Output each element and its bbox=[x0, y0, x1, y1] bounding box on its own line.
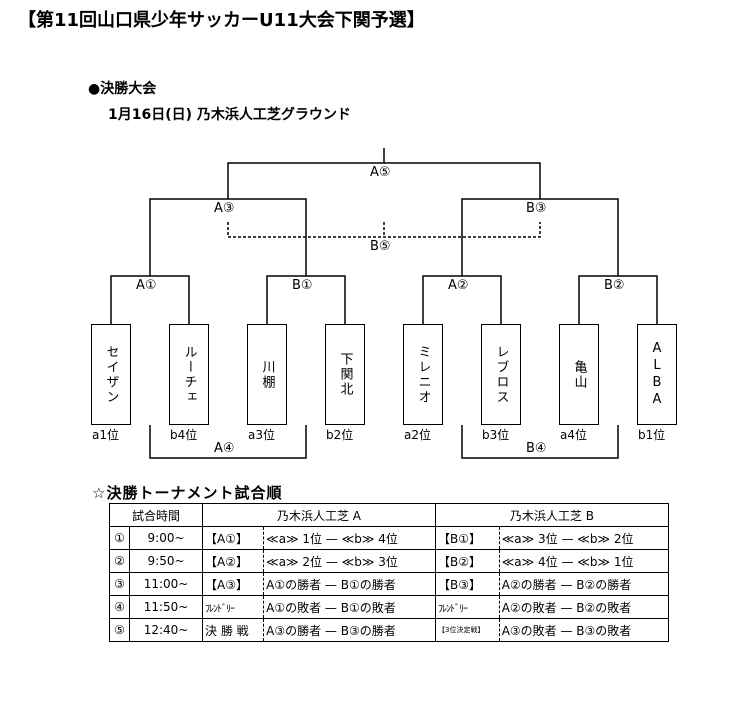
court-b-match: A②の勝者 — B②の勝者 bbox=[499, 572, 670, 596]
match-time: 12:40~ bbox=[129, 618, 203, 642]
court-b-match: ≪a≫ 3位 — ≪b≫ 2位 bbox=[499, 526, 670, 550]
match-label-b5: B⑤ bbox=[368, 239, 393, 254]
table-row: ② 9:50~ 【A②】 ≪a≫ 2位 — ≪b≫ 3位 【B②】 ≪a≫ 4位… bbox=[108, 549, 670, 573]
match-label-b2: B② bbox=[602, 278, 627, 293]
court-b-tag: 【B②】 bbox=[435, 549, 500, 573]
team-name: ルーチェ bbox=[181, 344, 197, 405]
qf-a1-connector bbox=[110, 275, 190, 324]
court-b-tag: 【B③】 bbox=[435, 572, 500, 596]
team-box: ミレニオ bbox=[403, 324, 443, 425]
match-label-a4: A④ bbox=[212, 441, 237, 456]
match-label-b4: B④ bbox=[524, 441, 549, 456]
court-a-match: A①の勝者 — B①の勝者 bbox=[263, 572, 436, 596]
team-name: ミレニオ bbox=[415, 344, 431, 405]
friendly-a4-connector bbox=[149, 425, 307, 459]
header-court-a: 乃木浜人工芝 A bbox=[202, 503, 436, 527]
table-header-row: 試合時間 乃木浜人工芝 A 乃木浜人工芝 B bbox=[109, 503, 669, 527]
court-b-match: ≪a≫ 4位 — ≪b≫ 1位 bbox=[499, 549, 670, 573]
table-row: ③ 11:00~ 【A③】 A①の勝者 — B①の勝者 【B③】 A②の勝者 —… bbox=[108, 572, 670, 596]
match-label-a5: A⑤ bbox=[368, 165, 393, 180]
seed-label: b4位 bbox=[170, 428, 198, 442]
seed-label: a2位 bbox=[404, 428, 431, 442]
qf-b1-connector bbox=[266, 275, 346, 324]
final-connector bbox=[227, 148, 541, 199]
venue-line: 1月16日(日) 乃木浜人工芝グラウンド bbox=[108, 107, 351, 123]
team-box: ALBA bbox=[637, 324, 677, 425]
seed-label: a1位 bbox=[92, 428, 119, 442]
seed-label: b1位 bbox=[638, 428, 666, 442]
court-b-match: A③の敗者 — B③の敗者 bbox=[499, 618, 670, 642]
semi-right-connector bbox=[461, 198, 619, 276]
court-b-tag: 【B①】 bbox=[435, 526, 500, 550]
team-box: 川棚 bbox=[247, 324, 287, 425]
match-number: ⑤ bbox=[108, 618, 131, 642]
team-box: セイザン bbox=[91, 324, 131, 425]
match-number: ④ bbox=[108, 595, 131, 619]
page-title: 【第11回山口県少年サッカーU11大会下関予選】 bbox=[18, 10, 425, 31]
schedule-table: 試合時間 乃木浜人工芝 A 乃木浜人工芝 B ① 9:00~ 【A①】 ≪a≫ … bbox=[108, 503, 670, 642]
team-name: 亀山 bbox=[571, 359, 587, 390]
court-a-tag: 【A②】 bbox=[201, 549, 265, 573]
court-a-match: A③の勝者 — B③の勝者 bbox=[263, 618, 436, 642]
court-b-match: A②の敗者 — B②の敗者 bbox=[499, 595, 670, 619]
team-name: セイザン bbox=[103, 344, 119, 405]
team-name: レブロス bbox=[493, 344, 509, 405]
seed-label: a3位 bbox=[248, 428, 275, 442]
match-number: ③ bbox=[108, 572, 131, 596]
seed-label: b2位 bbox=[326, 428, 354, 442]
court-a-match: ≪a≫ 1位 — ≪b≫ 4位 bbox=[263, 526, 436, 550]
team-name: 川棚 bbox=[259, 359, 275, 390]
third-place-connector bbox=[227, 222, 541, 238]
team-box: 亀山 bbox=[559, 324, 599, 425]
team-box: 下関北 bbox=[325, 324, 365, 425]
header-court-b: 乃木浜人工芝 B bbox=[435, 503, 669, 527]
match-number: ② bbox=[108, 549, 131, 573]
qf-b2-connector bbox=[578, 275, 658, 324]
court-a-match: ≪a≫ 2位 — ≪b≫ 3位 bbox=[263, 549, 436, 573]
match-time: 11:00~ bbox=[129, 572, 203, 596]
match-label-a3: A③ bbox=[212, 201, 237, 216]
match-time: 11:50~ bbox=[129, 595, 203, 619]
seed-label: a4位 bbox=[560, 428, 587, 442]
section-heading: ●決勝大会 bbox=[88, 81, 157, 97]
court-a-match: A①の敗者 — B①の敗者 bbox=[263, 595, 436, 619]
friendly-b4-connector bbox=[461, 425, 619, 459]
header-time: 試合時間 bbox=[109, 503, 203, 527]
team-box: ルーチェ bbox=[169, 324, 209, 425]
seed-label: b3位 bbox=[482, 428, 510, 442]
match-label-b1: B① bbox=[290, 278, 315, 293]
match-time: 9:00~ bbox=[129, 526, 203, 550]
team-box: レブロス bbox=[481, 324, 521, 425]
court-a-tag: 【A③】 bbox=[201, 572, 265, 596]
table-row: ① 9:00~ 【A①】 ≪a≫ 1位 — ≪b≫ 4位 【B①】 ≪a≫ 3位… bbox=[108, 526, 670, 550]
team-name: 下関北 bbox=[337, 352, 353, 397]
court-a-tag: ﾌﾚﾝﾄﾞﾘｰ bbox=[201, 595, 265, 619]
court-a-tag: 決 勝 戦 bbox=[201, 618, 265, 642]
court-b-tag: 【3位決定戦】 bbox=[435, 618, 500, 642]
bracket-lines bbox=[110, 148, 658, 459]
court-b-tag: ﾌﾚﾝﾄﾞﾘｰ bbox=[435, 595, 500, 619]
qf-a2-connector bbox=[422, 275, 502, 324]
match-label-a2: A② bbox=[446, 278, 471, 293]
court-a-tag: 【A①】 bbox=[201, 526, 265, 550]
table-row: ④ 11:50~ ﾌﾚﾝﾄﾞﾘｰ A①の敗者 — B①の敗者 ﾌﾚﾝﾄﾞﾘｰ A… bbox=[108, 595, 670, 619]
table-row: ⑤ 12:40~ 決 勝 戦 A③の勝者 — B③の勝者 【3位決定戦】 A③の… bbox=[108, 618, 670, 642]
match-label-a1: A① bbox=[134, 278, 159, 293]
match-time: 9:50~ bbox=[129, 549, 203, 573]
team-name: ALBA bbox=[649, 340, 665, 409]
schedule-title: ☆決勝トーナメント試合順 bbox=[92, 484, 283, 502]
match-label-b3: B③ bbox=[524, 201, 549, 216]
match-number: ① bbox=[108, 526, 131, 550]
